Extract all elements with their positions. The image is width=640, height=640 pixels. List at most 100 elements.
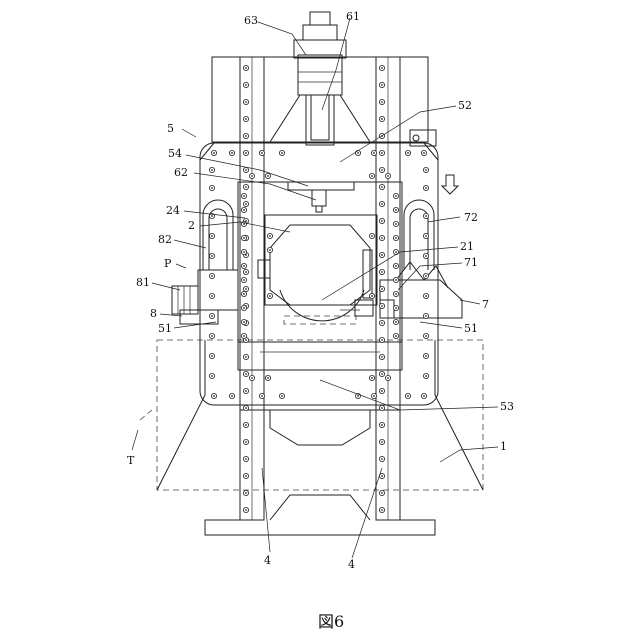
bolt-center bbox=[381, 118, 383, 120]
bolt-center bbox=[407, 152, 409, 154]
label-T: T bbox=[127, 454, 135, 467]
bolt-center bbox=[213, 152, 215, 154]
bolt-center bbox=[381, 237, 383, 239]
bolt-center bbox=[245, 390, 247, 392]
bolt-center bbox=[245, 169, 247, 171]
bolt-center bbox=[381, 339, 383, 341]
bolt-center bbox=[381, 509, 383, 511]
label-71: 71 bbox=[464, 256, 478, 269]
bolt-center bbox=[245, 509, 247, 511]
bolt-center bbox=[395, 209, 397, 211]
label-54: 54 bbox=[168, 147, 182, 160]
press-head bbox=[288, 182, 354, 212]
bolt-center bbox=[245, 458, 247, 460]
bolt-center bbox=[261, 152, 263, 154]
leader-lines bbox=[132, 18, 498, 558]
bolt-center bbox=[425, 375, 427, 377]
bolt-center bbox=[395, 265, 397, 267]
label-24: 24 bbox=[166, 204, 180, 217]
bolt-center bbox=[243, 321, 245, 323]
bolts bbox=[209, 65, 428, 512]
label-53: 53 bbox=[500, 400, 514, 413]
bolt-center bbox=[269, 295, 271, 297]
bolt-center bbox=[425, 275, 427, 277]
bolt-center bbox=[371, 235, 373, 237]
bolt-center bbox=[381, 186, 383, 188]
label-72: 72 bbox=[464, 211, 478, 224]
bolt-center bbox=[211, 295, 213, 297]
bolt-center bbox=[381, 67, 383, 69]
bolt-center bbox=[381, 424, 383, 426]
label-7: 7 bbox=[482, 298, 489, 311]
bolt-center bbox=[395, 251, 397, 253]
label-4-left: 4 bbox=[264, 554, 271, 567]
bolt-center bbox=[381, 271, 383, 273]
bolt-center bbox=[395, 335, 397, 337]
bolt-center bbox=[245, 67, 247, 69]
bolt-center bbox=[243, 223, 245, 225]
base-frame bbox=[157, 340, 483, 535]
guide-columns bbox=[240, 57, 400, 520]
bolt-center bbox=[211, 215, 213, 217]
bolt-center bbox=[425, 187, 427, 189]
bolt-center bbox=[245, 492, 247, 494]
bolt-center bbox=[245, 356, 247, 358]
label-P: P bbox=[164, 257, 172, 270]
bolt-center bbox=[245, 339, 247, 341]
bolt-center bbox=[381, 203, 383, 205]
bolt-center bbox=[211, 235, 213, 237]
label-1: 1 bbox=[500, 440, 507, 453]
bolt-center bbox=[243, 279, 245, 281]
bolt-center bbox=[245, 84, 247, 86]
bolt-center bbox=[243, 335, 245, 337]
bolt-center bbox=[395, 195, 397, 197]
bolt-center bbox=[387, 377, 389, 379]
bolt-center bbox=[245, 288, 247, 290]
label-51-right: 51 bbox=[464, 322, 478, 335]
bolt-center bbox=[231, 395, 233, 397]
bolt-center bbox=[395, 321, 397, 323]
bolt-center bbox=[245, 152, 247, 154]
label-52: 52 bbox=[458, 99, 472, 112]
bolt-center bbox=[267, 377, 269, 379]
bolt-center bbox=[381, 356, 383, 358]
bolt-center bbox=[425, 315, 427, 317]
bolt-center bbox=[357, 152, 359, 154]
label-81: 81 bbox=[136, 276, 150, 289]
bolt-center bbox=[425, 295, 427, 297]
label-51-left: 51 bbox=[158, 322, 172, 335]
bolt-center bbox=[269, 235, 271, 237]
bolt-center bbox=[381, 458, 383, 460]
label-4-right: 4 bbox=[348, 558, 355, 571]
bolt-center bbox=[243, 209, 245, 211]
bolt-center bbox=[373, 395, 375, 397]
bolt-center bbox=[245, 186, 247, 188]
label-62: 62 bbox=[174, 166, 188, 179]
bolt-center bbox=[245, 373, 247, 375]
bolt-center bbox=[245, 271, 247, 273]
bolt-center bbox=[243, 251, 245, 253]
bolt-center bbox=[211, 355, 213, 357]
bolt-center bbox=[381, 152, 383, 154]
right-aux bbox=[380, 130, 462, 318]
bolt-center bbox=[381, 475, 383, 477]
label-21: 21 bbox=[460, 240, 474, 253]
bolt-center bbox=[245, 135, 247, 137]
bolt-center bbox=[281, 152, 283, 154]
bolt-center bbox=[387, 175, 389, 177]
bolt-center bbox=[371, 175, 373, 177]
bolt-center bbox=[211, 335, 213, 337]
label-63: 63 bbox=[244, 14, 258, 27]
bolt-center bbox=[211, 255, 213, 257]
bolt-center bbox=[425, 335, 427, 337]
work-table bbox=[258, 215, 377, 324]
bolt-center bbox=[357, 395, 359, 397]
bolt-center bbox=[425, 215, 427, 217]
label-82: 82 bbox=[158, 233, 172, 246]
bolt-center bbox=[281, 395, 283, 397]
bolt-center bbox=[231, 152, 233, 154]
bolt-center bbox=[381, 220, 383, 222]
bolt-center bbox=[425, 235, 427, 237]
bolt-center bbox=[381, 84, 383, 86]
